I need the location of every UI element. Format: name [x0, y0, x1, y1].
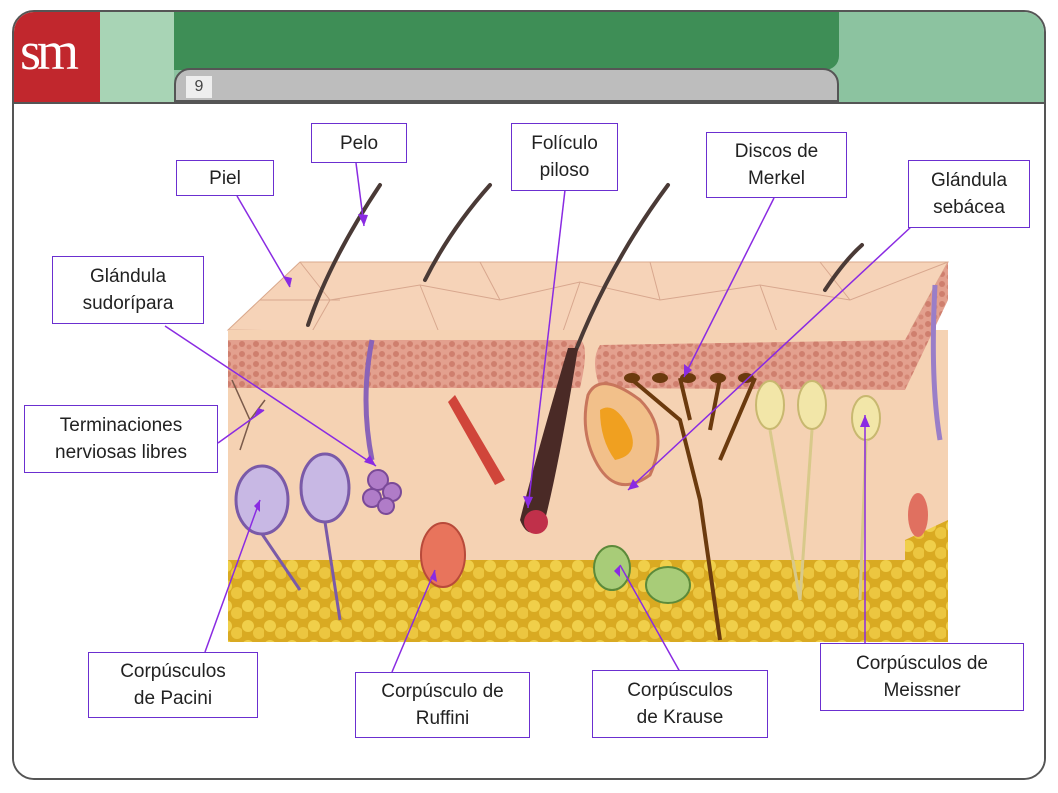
label-corpusculo-ruffini: Corpúsculo de Ruffini [355, 672, 530, 738]
label-terminaciones-nerviosas: Terminaciones nerviosas libres [24, 405, 218, 473]
label-glandula-sebacea: Glándula sebácea [908, 160, 1030, 228]
pointer-lines [164, 162, 913, 673]
pointer-arrowheads [254, 214, 870, 582]
label-foliculo-piloso: Folículo piloso [511, 123, 618, 191]
sebaceous-core [600, 407, 633, 460]
page-number: 9 [186, 76, 212, 98]
fat-layer-side [905, 520, 948, 642]
header-accent [100, 12, 174, 102]
page-tab: 9 [174, 68, 839, 102]
side-nerve [930, 284, 943, 441]
logo-text: sm [20, 21, 79, 81]
label-piel: Piel [176, 160, 274, 196]
sweat-gland [362, 469, 402, 515]
epidermis-band-right [595, 262, 948, 390]
hair-follicle [520, 348, 578, 533]
side-corpuscle [908, 493, 928, 537]
epidermis-band [228, 340, 585, 388]
fat-layer [228, 560, 948, 642]
sweat-duct [363, 339, 375, 461]
pacini-nerves [260, 521, 342, 621]
hair-bulb [524, 510, 548, 534]
ruffini-corpuscle [420, 522, 466, 588]
label-pelo: Pelo [311, 123, 407, 163]
krause-corpuscles [593, 545, 691, 604]
label-corpusculos-meissner: Corpúsculos de Meissner [820, 643, 1024, 711]
label-corpusculos-pacini: Corpúsculos de Pacini [88, 652, 258, 718]
label-glandula-sudoripara: Glándula sudorípara [52, 256, 204, 324]
arrector-muscle [448, 395, 505, 485]
skin-surface-lines [260, 261, 949, 341]
skin-top-surface [226, 261, 949, 341]
label-discos-merkel: Discos de Merkel [706, 132, 847, 198]
merkel-nerve [628, 376, 757, 641]
header-green-block [174, 12, 839, 70]
label-corpusculos-krause: Corpúsculos de Krause [592, 670, 768, 738]
sm-logo: sm [14, 12, 100, 102]
merkel-discs [624, 373, 754, 383]
